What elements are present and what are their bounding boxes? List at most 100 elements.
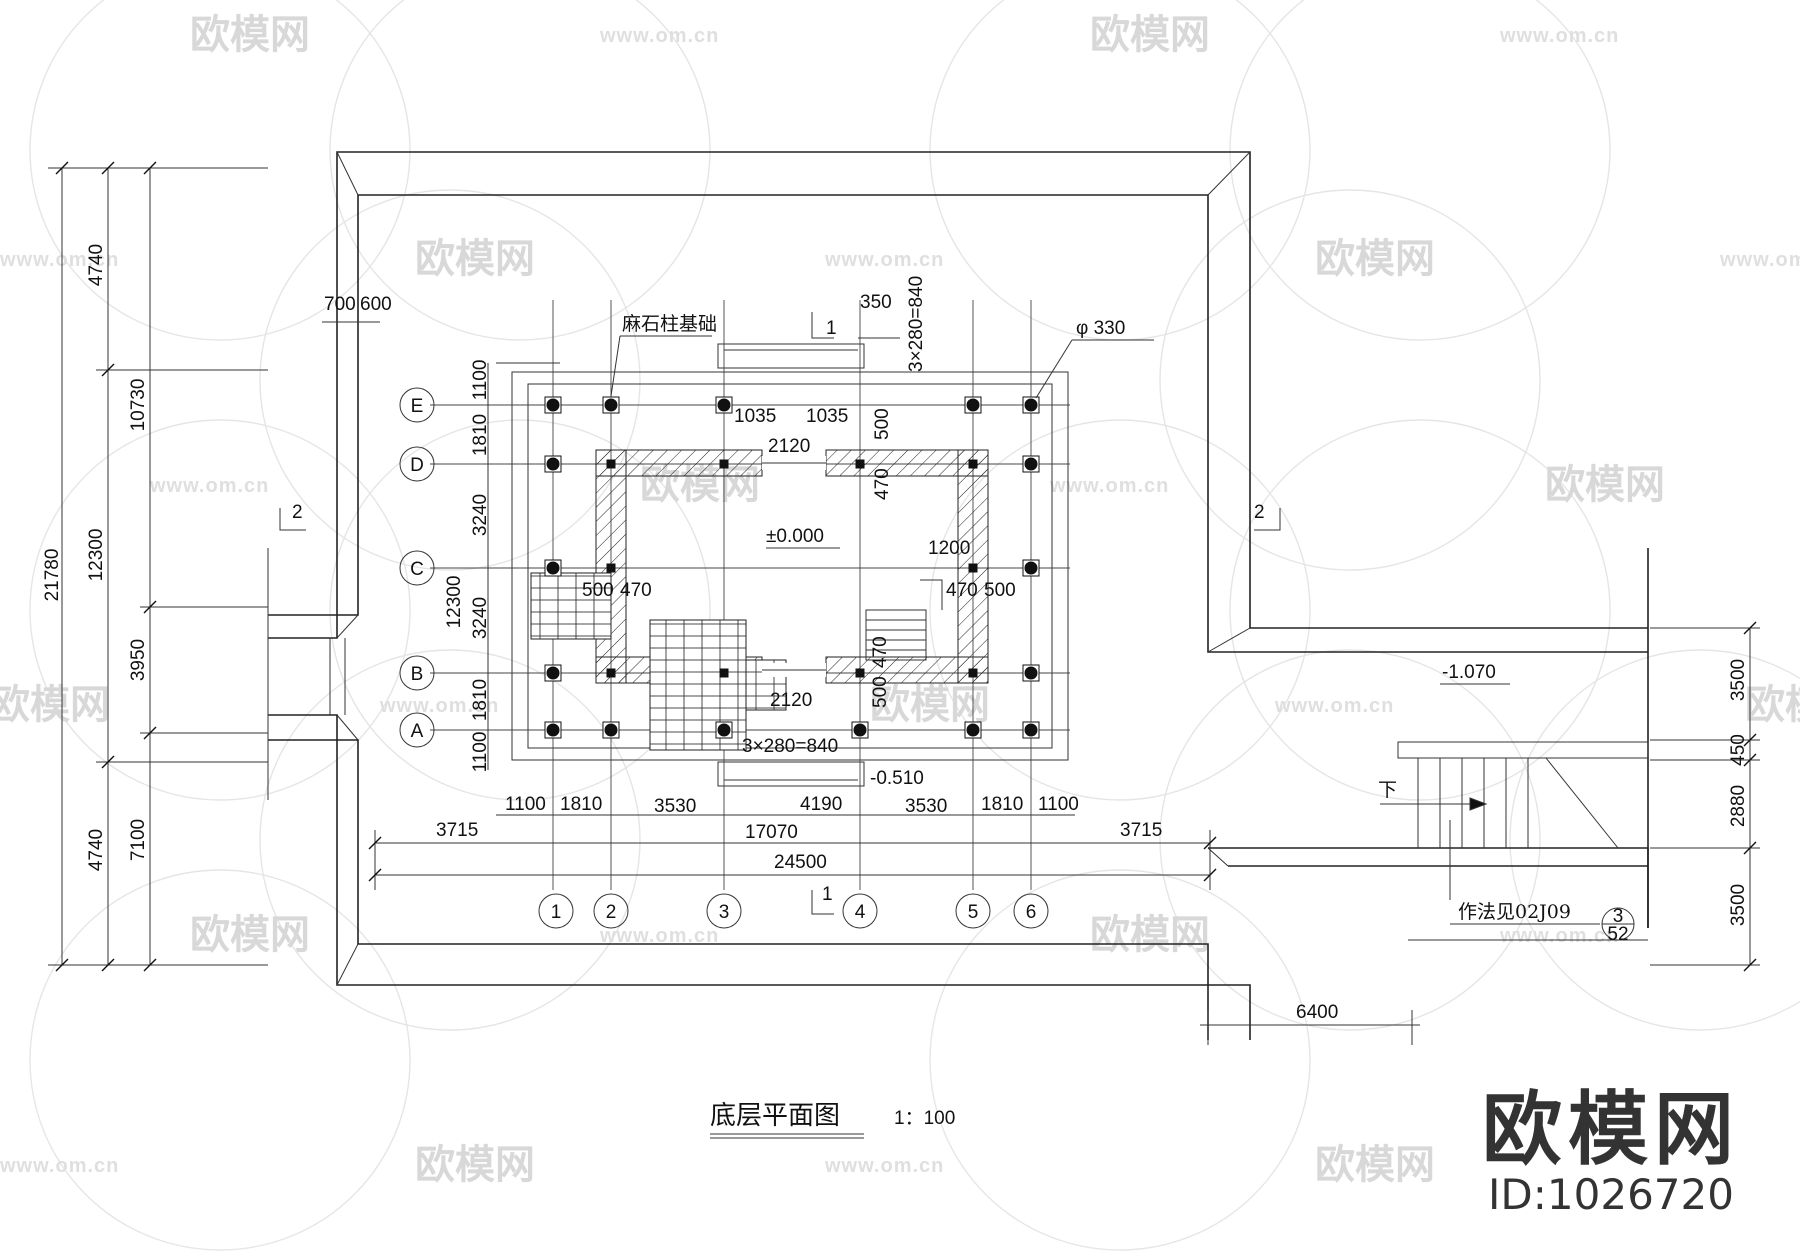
brand-id: ID:1026720 xyxy=(1488,1169,1734,1219)
watermark-text: 欧模网 xyxy=(1745,683,1800,727)
svg-text:E: E xyxy=(411,396,424,417)
elevation-main: ±0.000 xyxy=(766,526,824,547)
hatched-walls xyxy=(530,449,989,751)
watermark-url: www.om.cn xyxy=(1499,925,1619,947)
dim-2120-bottom: 2120 xyxy=(770,690,812,711)
scale-text: 1：100 xyxy=(894,1108,955,1129)
dim-1100-top: 1100 xyxy=(470,360,491,401)
dim-4740-bottom: 4740 xyxy=(86,829,107,871)
dim-12300-inner: 12300 xyxy=(444,576,465,629)
svg-text:5: 5 xyxy=(968,902,979,923)
annotations: 麻石柱基础 φ 330 ±0.000 -0.510 -1.070 1 1 2 2 xyxy=(279,312,1649,945)
watermark-text: 欧模网 xyxy=(415,237,535,281)
watermark-url: www.om.cn xyxy=(599,25,719,47)
grid-bubble-b: B xyxy=(399,655,435,691)
watermark-text: 欧模网 xyxy=(1545,463,1665,507)
dim-6400: 6400 xyxy=(1296,1002,1338,1023)
dim-470-left: 470 xyxy=(620,580,652,601)
watermark-url: www.om.cn xyxy=(1719,249,1800,271)
dim-21780: 21780 xyxy=(42,549,63,602)
svg-text:D: D xyxy=(410,455,424,476)
paving-west xyxy=(530,572,612,640)
dim-3500-top: 3500 xyxy=(1728,659,1749,701)
dim-1100-b1: 1100 xyxy=(505,794,546,815)
section-mark-2-left: 2 xyxy=(292,502,303,523)
dim-1035-right: 1035 xyxy=(806,406,848,427)
dim-500-right: 500 xyxy=(984,580,1016,601)
dim-500-top: 500 xyxy=(872,408,893,440)
platform xyxy=(511,343,1069,787)
dim-1100-b2: 1100 xyxy=(1038,794,1079,815)
stair-down-label: 下 xyxy=(1378,779,1397,801)
svg-text:3: 3 xyxy=(719,902,730,923)
grid-bubbles-vertical: 1 2 3 4 5 6 xyxy=(538,893,1049,929)
dim-3950: 3950 xyxy=(128,639,149,681)
grid-bubble-c: C xyxy=(399,550,435,586)
dim-3530-b2: 3530 xyxy=(905,796,947,817)
brand-name: 欧模网 xyxy=(1482,1082,1740,1176)
dim-3500-bottom: 3500 xyxy=(1728,884,1749,926)
watermark-url: www.om.cn xyxy=(379,695,499,717)
elevation-lower: -1.070 xyxy=(1442,662,1496,683)
grid-bubble-3: 3 xyxy=(706,893,742,929)
watermark-url: www.om.cn xyxy=(824,1155,944,1177)
dimension-text: 21780 4740 12300 4740 10730 3950 7100 11… xyxy=(42,244,1749,1023)
title-text: 底层平面图 xyxy=(710,1101,840,1131)
dim-1035-left: 1035 xyxy=(734,406,776,427)
dim-12300: 12300 xyxy=(86,529,107,582)
section-mark-2-right: 2 xyxy=(1254,502,1265,523)
svg-text:4: 4 xyxy=(855,902,866,923)
column-row-a xyxy=(544,721,1040,739)
interior-stair xyxy=(865,579,943,661)
dim-500-left: 500 xyxy=(582,580,614,601)
dim-3715-right: 3715 xyxy=(1120,820,1162,841)
watermark-text: 欧模网 xyxy=(190,13,310,57)
dimension-lines xyxy=(48,161,1760,1045)
dim-450: 450 xyxy=(1728,734,1749,766)
grid-bubble-6: 6 xyxy=(1013,893,1049,929)
dim-500-bottom: 500 xyxy=(870,676,891,708)
watermark-text: 欧模网 xyxy=(870,683,990,727)
grid-bubble-5: 5 xyxy=(955,893,991,929)
watermark-text: 欧模网 xyxy=(1315,237,1435,281)
dim-1810-bottom: 1810 xyxy=(470,679,491,721)
watermark-text: 欧模网 xyxy=(1090,913,1210,957)
detail-ref-bottom: 52 xyxy=(1607,924,1628,945)
dim-3530-b1: 3530 xyxy=(654,796,696,817)
dim-4740-top: 4740 xyxy=(86,244,107,286)
stair-spec-top: 3×280=840 xyxy=(906,276,927,372)
site-wall-outline xyxy=(267,151,1649,1040)
dim-1810-top: 1810 xyxy=(470,414,491,456)
dim-24500: 24500 xyxy=(774,852,827,873)
grid-bubble-2: 2 xyxy=(593,893,629,929)
watermark-url: www.om.cn xyxy=(1274,695,1394,717)
dim-7100: 7100 xyxy=(128,819,149,861)
dim-470-bottom: 470 xyxy=(870,636,891,668)
watermark-url: www.om.cn xyxy=(1499,25,1619,47)
dim-700: 700 xyxy=(324,294,356,315)
grid-bubble-e: E xyxy=(399,387,435,423)
detail-ref-top: 3 xyxy=(1613,906,1624,927)
dim-1810-b2: 1810 xyxy=(981,794,1023,815)
dim-17070: 17070 xyxy=(745,822,798,843)
svg-text:A: A xyxy=(411,721,424,742)
dim-600: 600 xyxy=(360,294,392,315)
elevation-entry: -0.510 xyxy=(870,768,924,789)
grid-bubble-a: A xyxy=(399,712,435,748)
svg-text:6: 6 xyxy=(1026,902,1037,923)
dim-3240-bottom: 3240 xyxy=(470,597,491,639)
dim-3715-left: 3715 xyxy=(436,820,478,841)
columns xyxy=(544,396,1040,739)
dim-1200: 1200 xyxy=(928,538,970,559)
dim-470-right: 470 xyxy=(946,580,978,601)
exterior-stair xyxy=(1380,741,1649,900)
watermark-url: www.om.cn xyxy=(599,925,719,947)
watermark-text: 欧模网 xyxy=(1090,13,1210,57)
watermark-url: www.om.cn xyxy=(1049,475,1169,497)
watermark-url: www.om.cn xyxy=(824,249,944,271)
svg-text:C: C xyxy=(410,559,424,580)
dim-1810-b1: 1810 xyxy=(560,794,602,815)
column-row-c xyxy=(544,559,1040,577)
